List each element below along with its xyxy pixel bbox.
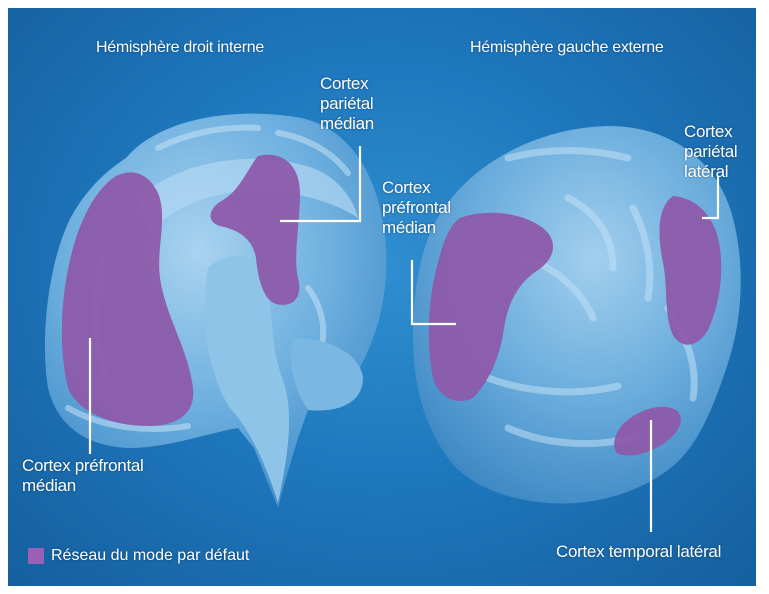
label-right-parietal-lateral: Cortex pariétal latéral	[684, 122, 737, 182]
label-left-prefrontal-median: Cortex préfrontal médian	[22, 456, 144, 496]
right-hemisphere	[413, 126, 741, 504]
brain-illustration	[8, 8, 756, 586]
label-right-prefrontal-median: Cortex préfrontal médian	[382, 178, 451, 238]
left-hemisphere-title: Hémisphère droit interne	[96, 38, 264, 58]
label-left-parietal-median: Cortex pariétal médian	[320, 74, 374, 134]
diagram-panel: Hémisphère droit interne Hémisphère gauc…	[8, 8, 756, 586]
legend: Réseau du mode par défaut	[28, 547, 249, 565]
legend-text: Réseau du mode par défaut	[51, 547, 249, 565]
legend-swatch	[28, 548, 44, 564]
right-hemisphere-title: Hémisphère gauche externe	[470, 38, 664, 58]
label-right-temporal-lateral: Cortex temporal latéral	[556, 542, 721, 562]
left-hemisphere	[45, 114, 386, 508]
